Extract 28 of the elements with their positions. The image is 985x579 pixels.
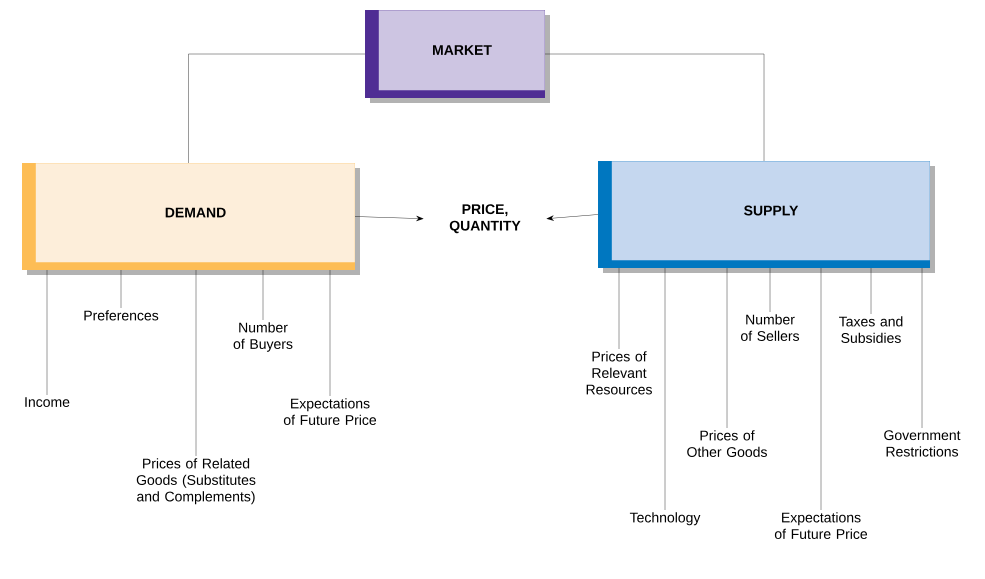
factor-label: Prices of Relevant Resources: [586, 351, 652, 394]
factor-label: Expectations of Future Price: [774, 512, 868, 539]
market-link-line: [544, 54, 764, 162]
factor-label: Prices of Other Goods: [687, 430, 767, 457]
arrow: [354, 216, 424, 222]
connector-line: [46, 270, 48, 396]
factor-label: Income: [25, 397, 70, 407]
factor-label: Number of Sellers: [741, 314, 800, 341]
factor-label: Expectations of Future Price: [284, 398, 376, 425]
connector-line: [618, 268, 620, 350]
factor-label: Taxes and Subsidies: [839, 316, 902, 343]
connector-line: [820, 268, 822, 510]
factor-label: Technology: [630, 512, 700, 526]
factor-label: Number of Buyers: [234, 322, 292, 352]
connector-line: [262, 270, 264, 320]
factor-label: Prices of Related Goods (Substitutes and Complements): [136, 458, 256, 504]
connector-line: [870, 268, 872, 314]
category-box: MARKET: [365, 10, 550, 103]
connector-line: [120, 270, 122, 308]
result-label: PRICE, QUANTITY: [450, 204, 521, 234]
connector-line: [664, 268, 666, 510]
factor-label: Preferences: [84, 310, 158, 320]
arrow: [546, 214, 598, 221]
market-link-line: [188, 54, 366, 164]
category-box: SUPPLY: [598, 161, 935, 273]
factor-label: Government Restrictions: [884, 430, 960, 457]
connector-line: [726, 268, 728, 428]
category-box: DEMAND: [22, 163, 360, 275]
